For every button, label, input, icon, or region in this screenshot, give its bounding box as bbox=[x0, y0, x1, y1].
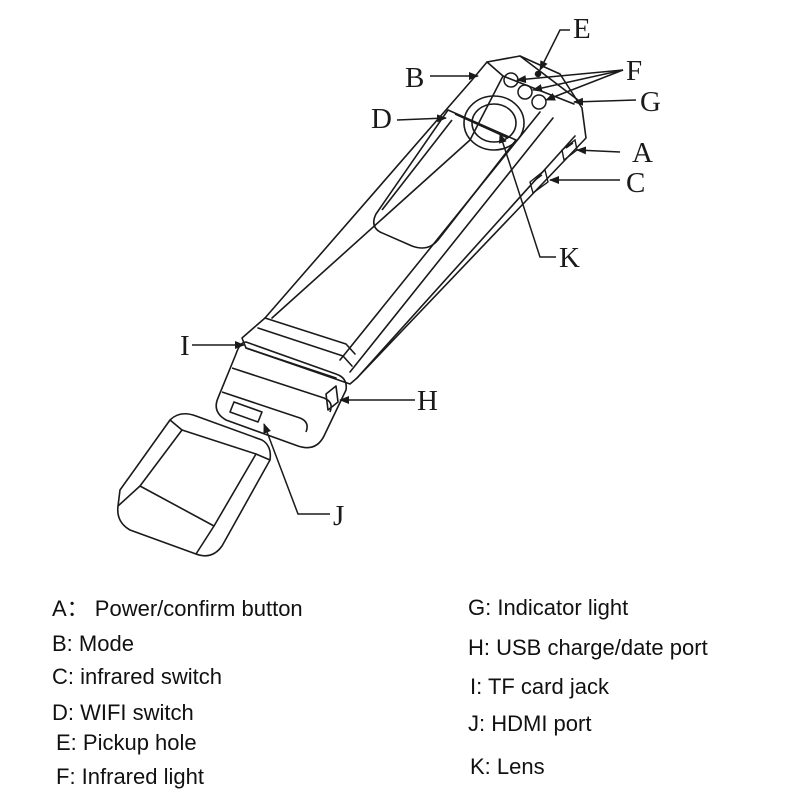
callout-label-f: F bbox=[626, 55, 642, 87]
legend-item-f: F: Infrared light bbox=[56, 764, 204, 789]
legend-item-d: D: WIFI switch bbox=[52, 700, 194, 725]
hdmi-port-icon bbox=[229, 401, 263, 423]
callout-label-i: I bbox=[180, 330, 190, 362]
callout-label-h: H bbox=[417, 385, 438, 417]
legend-item-e: E: Pickup hole bbox=[56, 730, 197, 755]
pickup-hole-icon bbox=[534, 70, 542, 78]
usb-port-icon bbox=[325, 385, 339, 411]
callout-label-j: J bbox=[333, 500, 344, 532]
callout-leaders bbox=[192, 29, 637, 515]
legend-item-a: A： Power/confirm button bbox=[52, 596, 303, 621]
infrared-switch-icon bbox=[529, 168, 549, 195]
legend-item-h: H: USB charge/date port bbox=[468, 635, 708, 660]
callout-label-g: G bbox=[640, 86, 661, 118]
callout-label-k: K bbox=[559, 242, 580, 274]
device-diagram: A B C D E F G H I J K bbox=[116, 13, 661, 557]
infrared-light-icon bbox=[517, 84, 533, 100]
legend-item-k: K: Lens bbox=[470, 754, 545, 779]
legend-item-i: I: TF card jack bbox=[470, 674, 609, 699]
body-clip bbox=[372, 109, 517, 249]
legend-item-c: C: infrared switch bbox=[52, 664, 222, 689]
callout-label-b: B bbox=[405, 62, 424, 94]
bottom-end bbox=[215, 341, 348, 449]
legend-item-g: G: Indicator light bbox=[468, 595, 629, 620]
callout-label-c: C bbox=[626, 167, 645, 199]
callout-label-a: A bbox=[632, 137, 653, 169]
callout-label-d: D bbox=[371, 103, 392, 135]
callout-label-e: E bbox=[573, 13, 591, 45]
side-buttons bbox=[529, 138, 578, 195]
camera-body bbox=[241, 55, 587, 385]
indicator-light-icon bbox=[531, 94, 547, 110]
legend-item-j: J: HDMI port bbox=[468, 711, 592, 736]
legend-item-b: B: Mode bbox=[52, 631, 134, 656]
detached-cap bbox=[116, 412, 272, 557]
lens-icon bbox=[463, 95, 525, 151]
